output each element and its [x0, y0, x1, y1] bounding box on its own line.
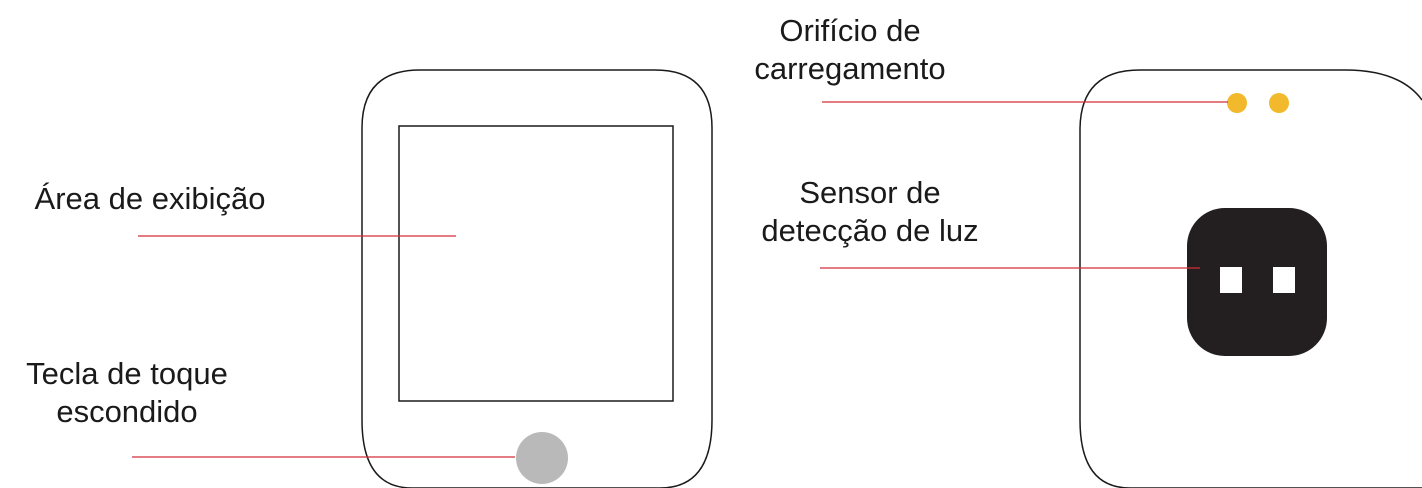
label-charging-hole-line1: Orifício de [779, 13, 921, 48]
device-front [361, 69, 713, 488]
label-hidden-touch-key: Tecla de toque escondido [0, 355, 254, 431]
label-display-area-text: Área de exibição [34, 181, 266, 216]
charging-hole-dot-left [1227, 93, 1247, 113]
device-front-outline [361, 69, 713, 488]
device-back-outline [1079, 69, 1422, 488]
label-light-sensor-line1: Sensor de [799, 175, 941, 210]
hidden-touch-key [516, 432, 568, 484]
light-sensor-body [1187, 208, 1327, 356]
label-charging-hole-line2: carregamento [754, 51, 946, 86]
label-display-area: Área de exibição [12, 180, 288, 218]
label-light-sensor: Sensor de detecção de luz [740, 174, 1000, 250]
display-area [398, 125, 674, 402]
device-back [1079, 69, 1422, 488]
label-light-sensor-line2: detecção de luz [761, 213, 979, 248]
light-sensor-window-left [1220, 267, 1242, 293]
label-touch-key-line2: escondido [56, 394, 198, 429]
label-touch-key-line1: Tecla de toque [26, 356, 228, 391]
charging-hole-dot-right [1269, 93, 1289, 113]
label-charging-hole: Orifício de carregamento [730, 12, 970, 88]
light-sensor-window-right [1273, 267, 1295, 293]
leader-lines [132, 101, 1228, 458]
